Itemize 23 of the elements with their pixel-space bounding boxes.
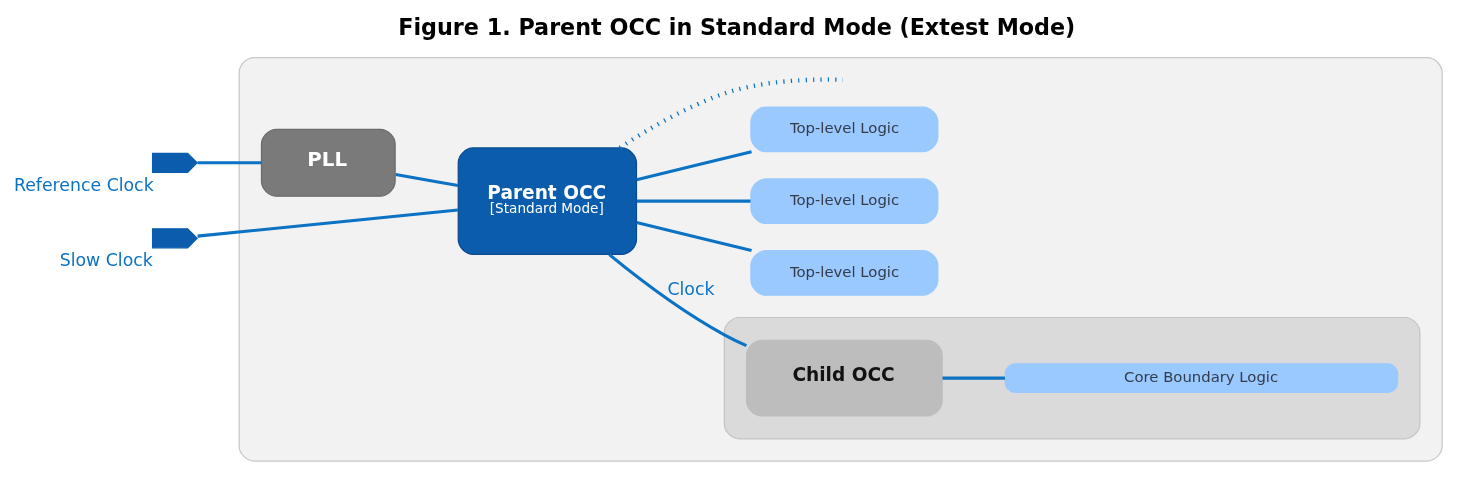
node-label: Reference Clock	[13, 174, 154, 195]
connector	[197, 208, 459, 238]
connector	[608, 253, 748, 348]
node-pentagon	[151, 228, 198, 249]
node-box: PLL	[260, 128, 396, 197]
connector	[636, 199, 751, 203]
connector	[942, 376, 1005, 380]
edge-label: Clock	[667, 279, 715, 300]
connector	[636, 150, 752, 182]
diagram-title: Figure 1. Parent OCC in Standard Mode (Extest Mode)	[398, 13, 1076, 40]
node-box: Top-level Logic	[750, 250, 939, 296]
node-box: Child OCC	[746, 339, 943, 417]
node-label: Slow Clock	[59, 250, 153, 271]
node-box: Parent OCC [Standard Mode]	[457, 147, 638, 255]
cluster	[723, 316, 1421, 440]
connector	[395, 173, 459, 188]
connector	[636, 221, 752, 253]
node-box: Top-level Logic	[750, 178, 939, 225]
cluster	[238, 57, 1443, 462]
node-box: Top-level Logic	[750, 106, 939, 153]
connector	[197, 161, 262, 165]
node-box: Core Boundary Logic	[1004, 363, 1399, 393]
node-pentagon	[151, 152, 198, 173]
